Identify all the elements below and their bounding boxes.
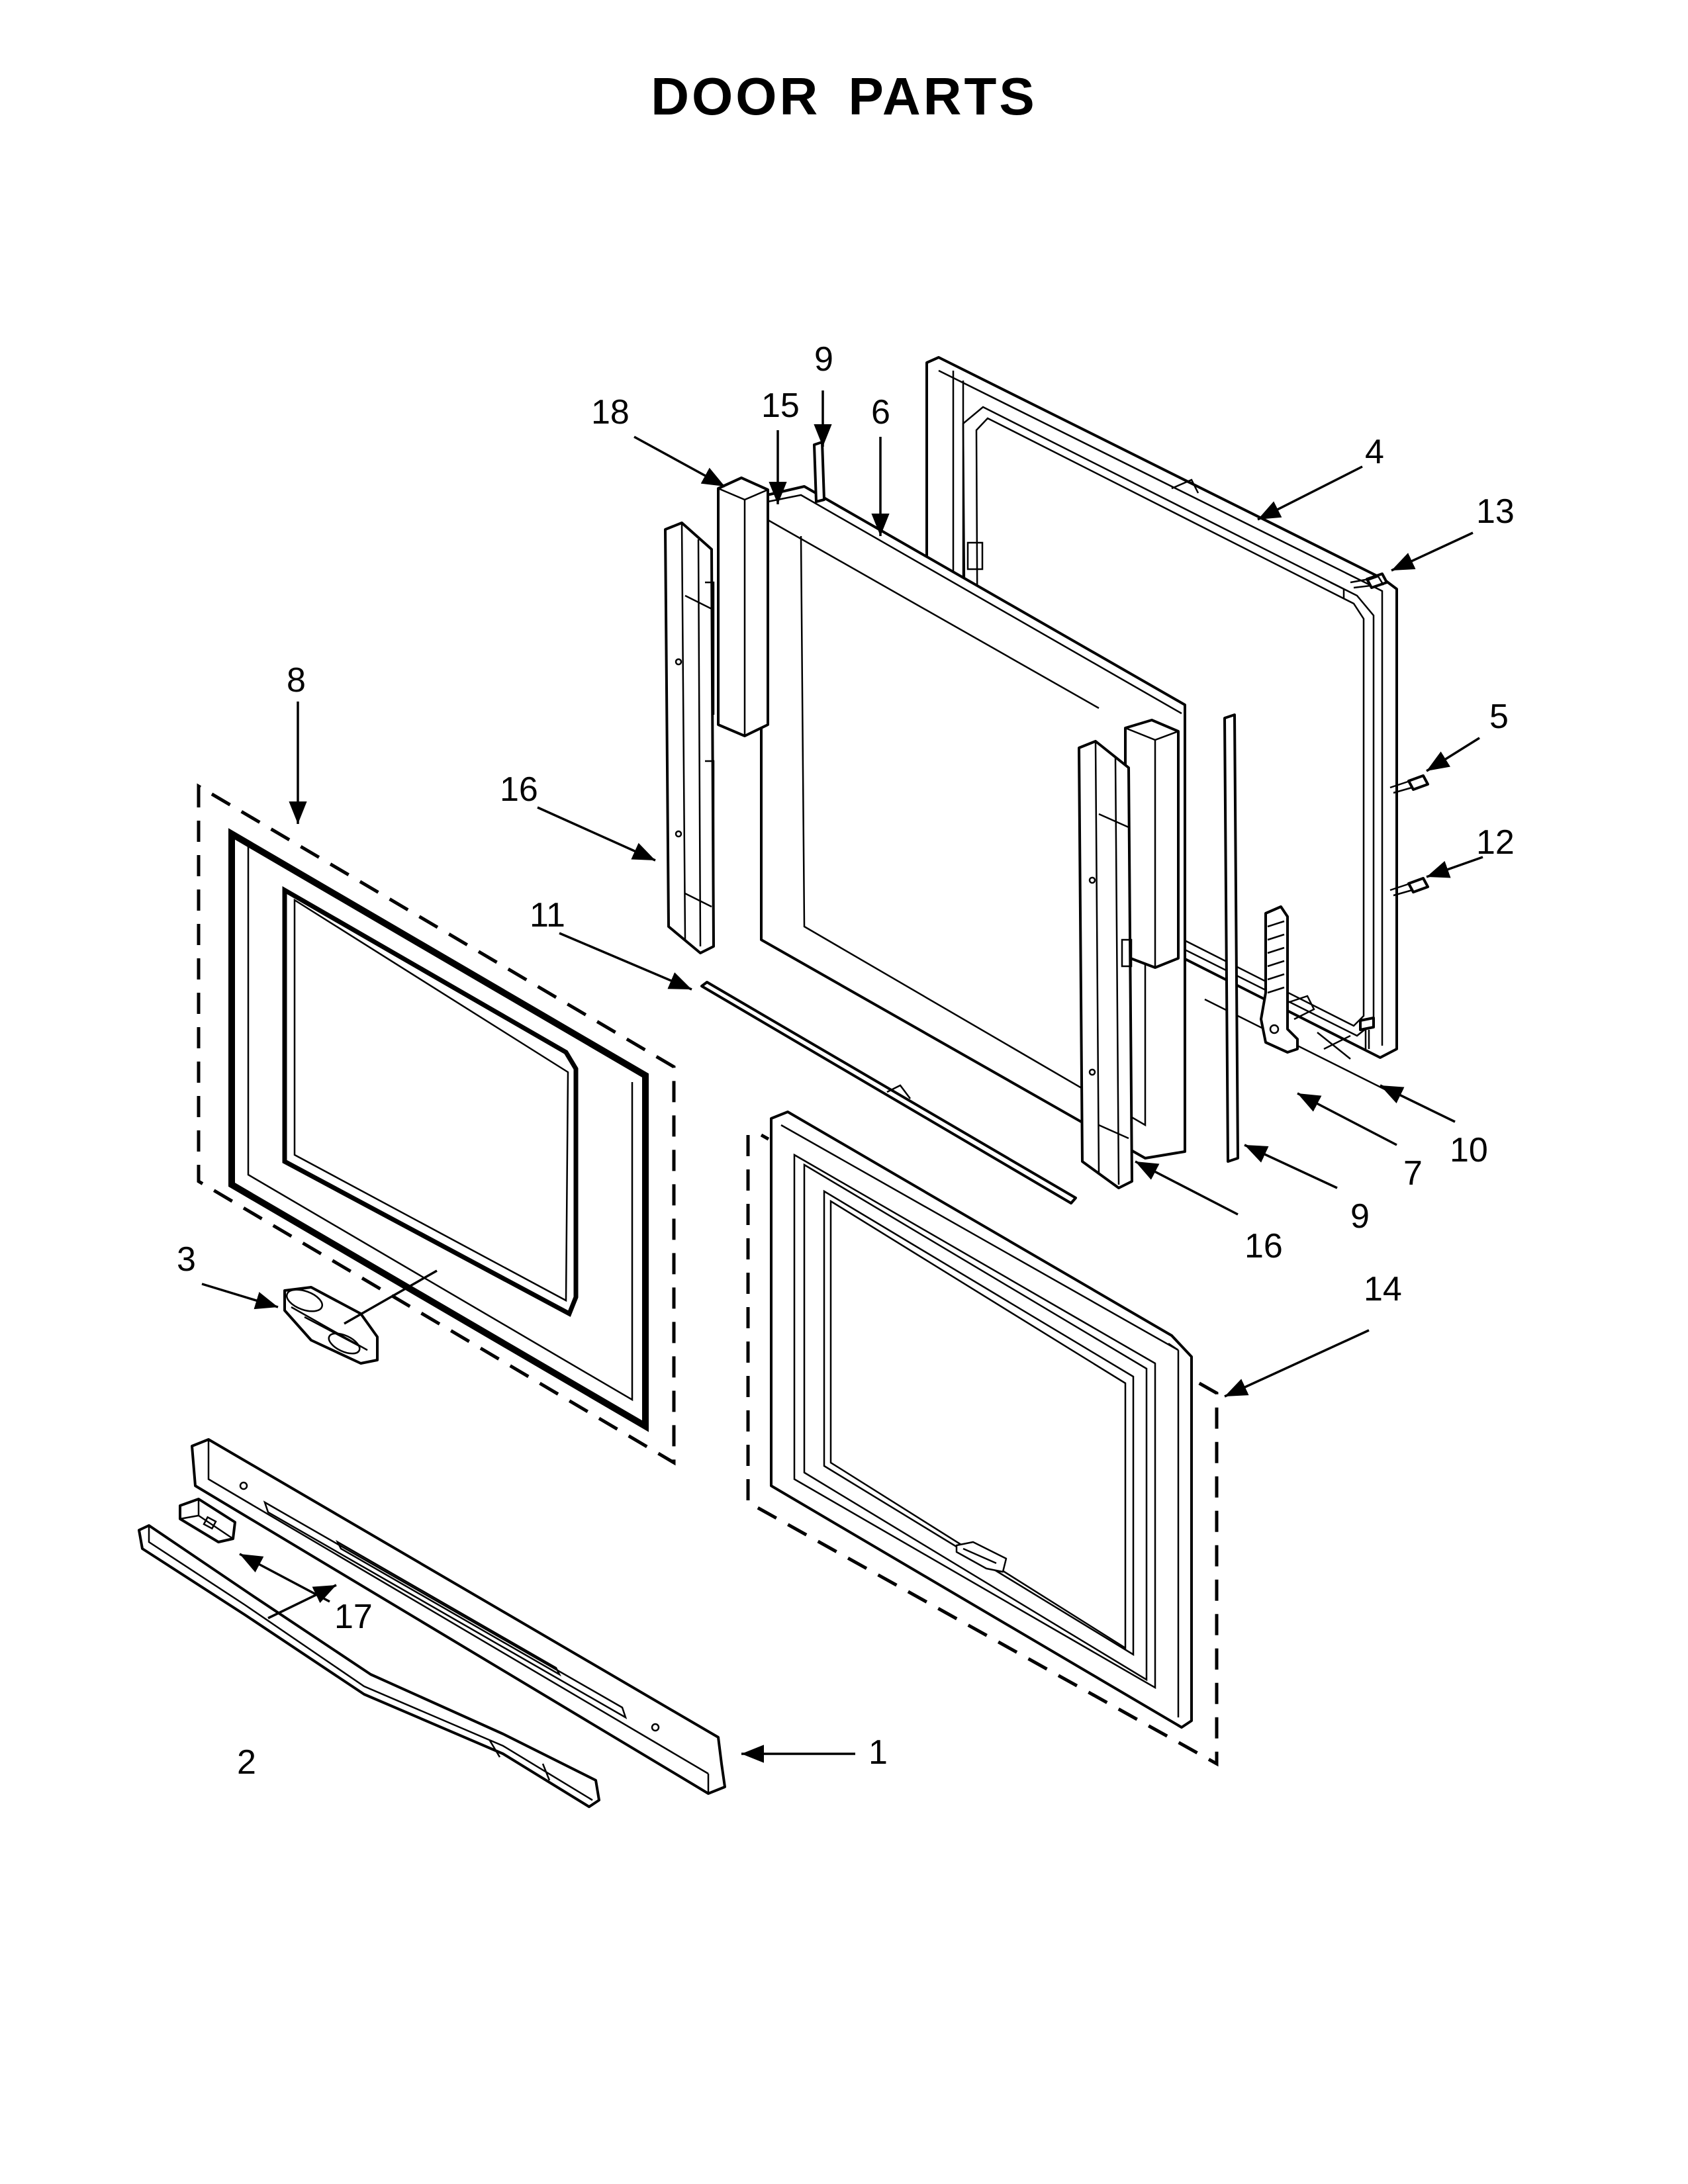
screw-part-13 bbox=[1350, 572, 1388, 589]
callout-2: 2 bbox=[237, 1743, 256, 1782]
callout-9-bottom: 9 bbox=[1350, 1197, 1370, 1236]
callout-13: 13 bbox=[1476, 492, 1515, 531]
callout-16-right: 16 bbox=[1244, 1227, 1283, 1265]
door-frame-assembly-part-14 bbox=[746, 1111, 1219, 1767]
callout-15: 15 bbox=[761, 387, 800, 425]
gasket-top-part-9 bbox=[813, 441, 825, 503]
callout-7: 7 bbox=[1403, 1154, 1423, 1193]
callout-6: 6 bbox=[871, 393, 890, 432]
callout-9-top: 9 bbox=[814, 340, 833, 379]
hinge-part-7 bbox=[1260, 905, 1315, 1054]
callout-8: 8 bbox=[287, 661, 306, 700]
page-title: DOOR PARTS bbox=[651, 67, 1037, 126]
screw-part-10 bbox=[1359, 1017, 1375, 1049]
callout-1: 1 bbox=[868, 1733, 888, 1772]
screw-part-5 bbox=[1389, 774, 1429, 794]
callout-10: 10 bbox=[1450, 1131, 1488, 1169]
outer-glass-assembly-part-8 bbox=[197, 783, 676, 1466]
callout-14: 14 bbox=[1364, 1270, 1402, 1308]
handle-part-2 bbox=[138, 1524, 600, 1808]
callout-3: 3 bbox=[177, 1240, 196, 1279]
callout-4: 4 bbox=[1365, 433, 1384, 471]
insulation-part-18 bbox=[717, 477, 1180, 969]
callout-17: 17 bbox=[334, 1598, 373, 1636]
callout-11: 11 bbox=[530, 896, 565, 934]
callout-5: 5 bbox=[1489, 698, 1509, 736]
callout-18: 18 bbox=[591, 393, 630, 432]
trim-bar-part-1 bbox=[191, 1438, 726, 1795]
callout-12: 12 bbox=[1476, 823, 1515, 862]
side-bracket-left-part-16 bbox=[664, 522, 715, 954]
end-cap-part-17 bbox=[179, 1498, 236, 1543]
screw-part-12 bbox=[1389, 877, 1429, 897]
gasket-right-part-9 bbox=[1223, 713, 1239, 1163]
side-bracket-right-part-16 bbox=[1078, 740, 1133, 1189]
callout-16-left: 16 bbox=[500, 770, 538, 809]
vent-strip-part-11 bbox=[700, 981, 1077, 1205]
leader-lines bbox=[201, 390, 1483, 1763]
door-frame-logo bbox=[955, 1541, 1008, 1573]
whirlpool-badge-part-3 bbox=[283, 1286, 379, 1365]
